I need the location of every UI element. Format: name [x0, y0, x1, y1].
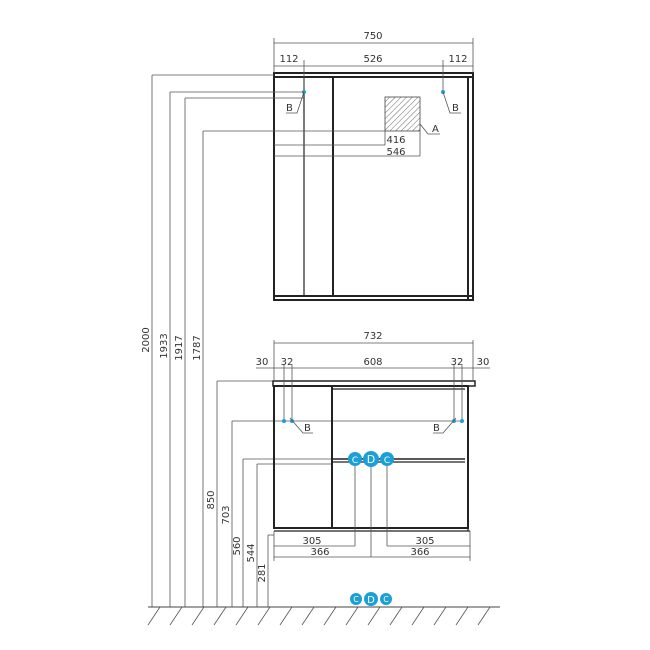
svg-text:C: C [383, 595, 389, 604]
dim-416: 416 [386, 135, 405, 146]
marker-d [363, 451, 379, 467]
dim-850: 850 [206, 490, 217, 509]
dim-1917: 1917 [174, 335, 185, 360]
floor-hatch-line [235, 606, 249, 626]
vanity-cabinet: 732 30 32 608 32 30 B B C D C 305 305 36… [256, 331, 490, 561]
label-b-right: B [433, 423, 440, 434]
svg-text:D: D [367, 595, 375, 606]
dim-608: 608 [363, 357, 382, 368]
dim-526: 526 [363, 54, 382, 65]
floor-hatch-line [323, 606, 337, 626]
floor-hatch-line [345, 606, 359, 626]
dim-2000: 2000 [141, 327, 152, 352]
floor: C D C [147, 592, 500, 626]
svg-text:D: D [367, 453, 375, 466]
dim-366-left: 366 [310, 547, 329, 558]
dim-30-left: 30 [256, 357, 269, 368]
floor-hatch-line [411, 606, 425, 626]
floor-hatch-line [367, 606, 381, 626]
marker-c-right [380, 452, 394, 466]
hatched-area-a [384, 96, 421, 132]
floor-hatch-line [191, 606, 205, 626]
dim-305-right: 305 [415, 536, 434, 547]
dim-560: 560 [232, 536, 243, 555]
dim-546: 546 [386, 147, 405, 158]
dim-732: 732 [363, 331, 382, 342]
dim-305-left: 305 [302, 536, 321, 547]
floor-hatch-line [147, 606, 161, 626]
floor-hatch-line [257, 606, 271, 626]
floor-hatch-line [455, 606, 469, 626]
svg-text:C: C [352, 456, 358, 466]
label-b-left: B [304, 423, 311, 434]
dim-112-right: 112 [448, 54, 467, 65]
label-a: A [432, 124, 439, 135]
floor-marker-d [364, 592, 378, 606]
floor-hatch-line [279, 606, 293, 626]
floor-hatch-line [213, 606, 227, 626]
dim-32-left: 32 [281, 357, 294, 368]
floor-hatch-line [477, 606, 491, 626]
dim-32-right: 32 [451, 357, 464, 368]
floor-hatch-line [301, 606, 315, 626]
floor-hatch-line [389, 606, 403, 626]
dim-30-right: 30 [477, 357, 490, 368]
dim-1933: 1933 [159, 333, 170, 358]
floor-hatch-line [433, 606, 447, 626]
mirror-cabinet: A 750 112 526 112 416 546 B B [273, 31, 474, 301]
floor-marker-c-left [350, 593, 362, 605]
label-b-left: B [286, 103, 293, 114]
svg-text:C: C [384, 456, 390, 466]
mirror-outline [273, 72, 474, 301]
label-b-right: B [452, 103, 459, 114]
dim-281: 281 [257, 563, 268, 582]
marker-c-left [348, 452, 362, 466]
floor-marker-c-right [380, 593, 392, 605]
dim-544: 544 [246, 543, 257, 562]
height-dimensions: 2000 1933 1917 1787 850 703 560 544 281 [141, 74, 462, 607]
dim-750: 750 [363, 31, 382, 42]
svg-text:C: C [353, 595, 359, 604]
dim-112-left: 112 [279, 54, 298, 65]
floor-hatch-line [169, 606, 183, 626]
dim-1787: 1787 [192, 335, 203, 360]
dim-703: 703 [221, 505, 232, 524]
dim-366-right: 366 [410, 547, 429, 558]
